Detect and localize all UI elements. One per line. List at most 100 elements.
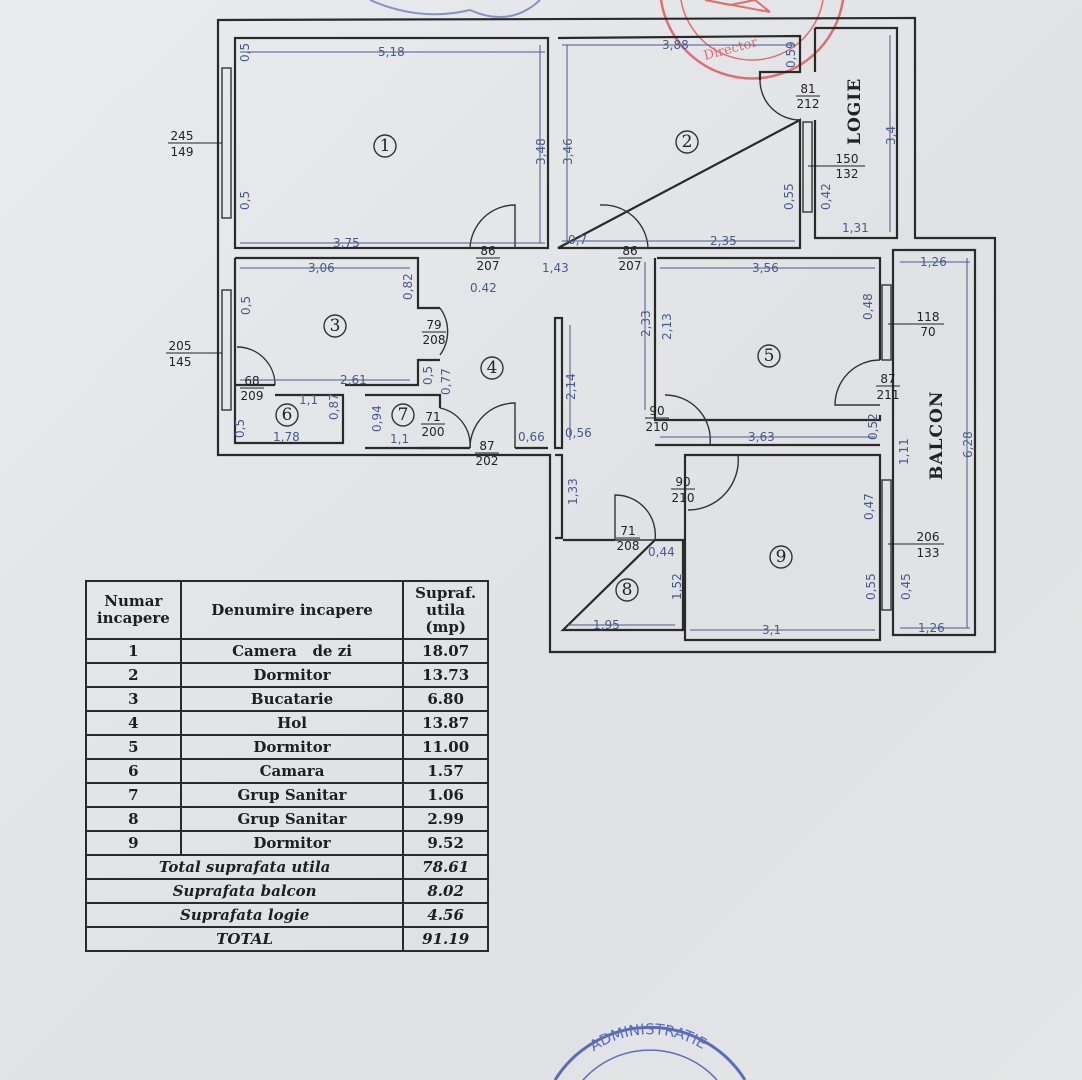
room-2-walls xyxy=(557,34,802,250)
dim-label: 0,47 xyxy=(862,493,876,520)
svg-text:200: 200 xyxy=(422,425,445,439)
dim-label: 2,35 xyxy=(710,234,737,248)
cell-num: 7 xyxy=(85,782,182,808)
svg-text:90: 90 xyxy=(675,475,690,489)
dim-label: 1,1 xyxy=(299,393,318,407)
dim-label: 0,66 xyxy=(518,430,545,444)
dim-label: 3,56 xyxy=(752,261,779,275)
dim-label: 2,14 xyxy=(564,373,578,400)
svg-text:71: 71 xyxy=(425,410,440,424)
svg-text:7: 7 xyxy=(398,405,409,425)
room-numbers: 1 2 3 4 5 6 7 8 9 LOGIE BALCON xyxy=(275,78,947,602)
dim-label: 3,46 xyxy=(561,138,575,165)
dim-label: 0,55 xyxy=(864,573,878,600)
svg-text:90: 90 xyxy=(649,404,664,418)
room-label-7: 7 xyxy=(391,403,415,427)
cell-area: 11.00 xyxy=(402,734,489,760)
dim-label: 0,77 xyxy=(439,368,453,395)
dim-label: 1,26 xyxy=(920,255,947,269)
dimension-labels: 0,5 5,18 3,48 0,5 3,75 3,88 3,46 0,59 0,… xyxy=(233,38,975,637)
dim-label: 0,5 xyxy=(233,419,247,438)
cell-area: 9.52 xyxy=(402,830,489,856)
room-8-walls xyxy=(560,538,685,632)
logie-walls xyxy=(813,26,899,240)
svg-text:9: 9 xyxy=(776,547,787,567)
svg-text:3: 3 xyxy=(330,316,341,336)
room-area-table: Numar incapere Denumire incapere Supraf.… xyxy=(84,580,489,952)
dim-label: 0,56 xyxy=(565,426,592,440)
svg-text:209: 209 xyxy=(241,389,264,403)
room-9-walls xyxy=(683,453,882,642)
svg-text:206: 206 xyxy=(917,530,940,544)
dim-label: 1,78 xyxy=(273,430,300,444)
summary-value: 8.02 xyxy=(402,878,489,904)
cell-name: Hol xyxy=(179,710,405,736)
dimension-lines xyxy=(240,35,970,631)
svg-text:81: 81 xyxy=(800,82,815,96)
blue-administration-stamp: ADMINISTRATIE xyxy=(553,1020,747,1080)
svg-text:4: 4 xyxy=(487,358,498,378)
dim-label: 0,52 xyxy=(866,413,880,440)
dim-label: 2,13 xyxy=(660,313,674,340)
interior-walls xyxy=(418,443,880,450)
room-3-walls xyxy=(235,256,440,387)
dim-label: 1,33 xyxy=(566,478,580,505)
dim-label: 1,52 xyxy=(670,573,684,600)
summary-label: TOTAL xyxy=(84,926,405,952)
dim-label: 3,63 xyxy=(748,430,775,444)
dim-label: 0,5 xyxy=(239,296,253,315)
room-7-walls xyxy=(365,393,442,450)
cell-name: Dormitor xyxy=(179,662,405,688)
cell-name: Bucatarie xyxy=(179,686,405,712)
dim-label: 3,88 xyxy=(662,38,689,52)
svg-text:133: 133 xyxy=(917,546,940,560)
cell-name: Dormitor xyxy=(179,830,405,856)
logie-label: LOGIE xyxy=(845,78,865,145)
cell-area: 6.80 xyxy=(402,686,489,712)
cell-num: 8 xyxy=(85,806,182,832)
dim-label: 1,11 xyxy=(897,438,911,465)
svg-text:207: 207 xyxy=(477,259,500,273)
dim-label: 0,5 xyxy=(238,43,252,62)
dim-label: 1,95 xyxy=(593,618,620,632)
svg-text:150: 150 xyxy=(836,152,859,166)
room-label-5: 5 xyxy=(757,344,781,368)
dim-label: 0,5 xyxy=(421,366,435,385)
dim-label: 3,1 xyxy=(762,623,781,637)
summary-value: 4.56 xyxy=(402,902,489,928)
cell-area: 18.07 xyxy=(402,638,489,664)
svg-text:79: 79 xyxy=(426,318,441,332)
dim-label: 3,06 xyxy=(308,261,335,275)
dim-label: 0,42 xyxy=(819,183,833,210)
svg-text:87: 87 xyxy=(479,439,494,453)
svg-text:118: 118 xyxy=(917,310,940,324)
svg-text:210: 210 xyxy=(646,420,669,434)
room-label-3: 3 xyxy=(323,314,347,338)
summary-label: Suprafata balcon xyxy=(84,878,405,904)
room-5-walls xyxy=(653,256,882,422)
cell-area: 1.57 xyxy=(402,758,489,784)
cell-area: 1.06 xyxy=(402,782,489,808)
summary-value: 78.61 xyxy=(402,854,489,880)
dim-label: 0,55 xyxy=(782,183,796,210)
svg-text:68: 68 xyxy=(244,374,259,388)
dim-label: 5,18 xyxy=(378,45,405,59)
